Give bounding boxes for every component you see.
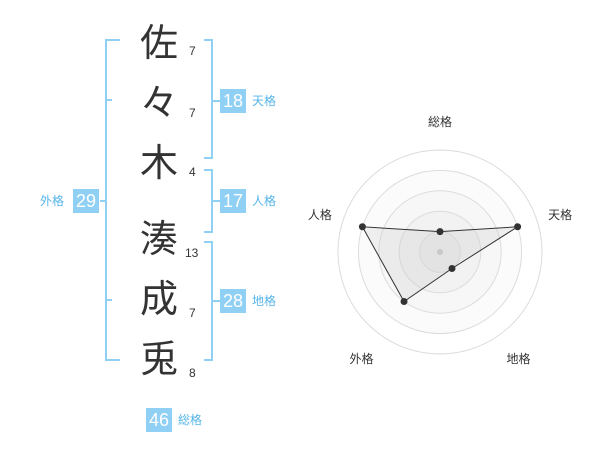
jinkaku-label: 人格 [252,194,277,208]
tenkaku-bracket [204,39,213,159]
gaikaku-label: 外格 [40,194,65,208]
radar-axis-label: 天格 [548,207,572,222]
stroke-count-6: 8 [189,366,196,380]
gaikaku-value-badge: 29 [73,189,99,213]
soukaku-label: 総格 [178,413,203,427]
name-char-2: 々 [139,81,178,125]
stroke-count-3: 4 [189,165,196,179]
radar-axis-label: 人格 [308,207,332,222]
name-stroke-diagram: 佐 7 々 7 木 4 湊 13 成 7 兎 8 18 天格 17 人格 28 … [40,21,277,432]
bracket-lines [100,39,220,361]
radar-axis-label: 地格 [507,351,531,366]
radar-axis-label: 外格 [349,351,373,366]
chikaku-label: 地格 [252,294,277,308]
radar-point-3 [448,265,456,273]
stroke-count-4: 13 [185,246,199,260]
radar-point-4 [400,298,408,306]
tenkaku-label: 天格 [252,94,277,108]
chikaku-bracket [204,241,213,361]
radar-center-dot [437,249,443,255]
stroke-count-1: 7 [189,44,196,58]
name-char-1: 佐 [139,21,178,65]
chikaku-value-badge: 28 [220,289,246,313]
radar-data-polygon [361,226,518,303]
name-char-3: 木 [139,141,178,185]
gaikaku-bracket [105,39,120,361]
soukaku-value-badge: 46 [146,408,172,432]
radar-point-2 [514,223,522,231]
radar-point-5 [358,223,366,231]
radar-axis-label: 総格 [428,114,452,129]
name-char-4: 湊 [139,217,178,261]
stroke-count-2: 7 [189,106,196,120]
name-char-6: 兎 [139,337,178,381]
jinkaku-value-badge: 17 [220,189,246,213]
name-char-5: 成 [139,277,178,321]
tenkaku-value-badge: 18 [220,89,246,113]
jinkaku-bracket [204,169,213,233]
stroke-count-5: 7 [189,306,196,320]
radar-point-1 [436,228,444,236]
